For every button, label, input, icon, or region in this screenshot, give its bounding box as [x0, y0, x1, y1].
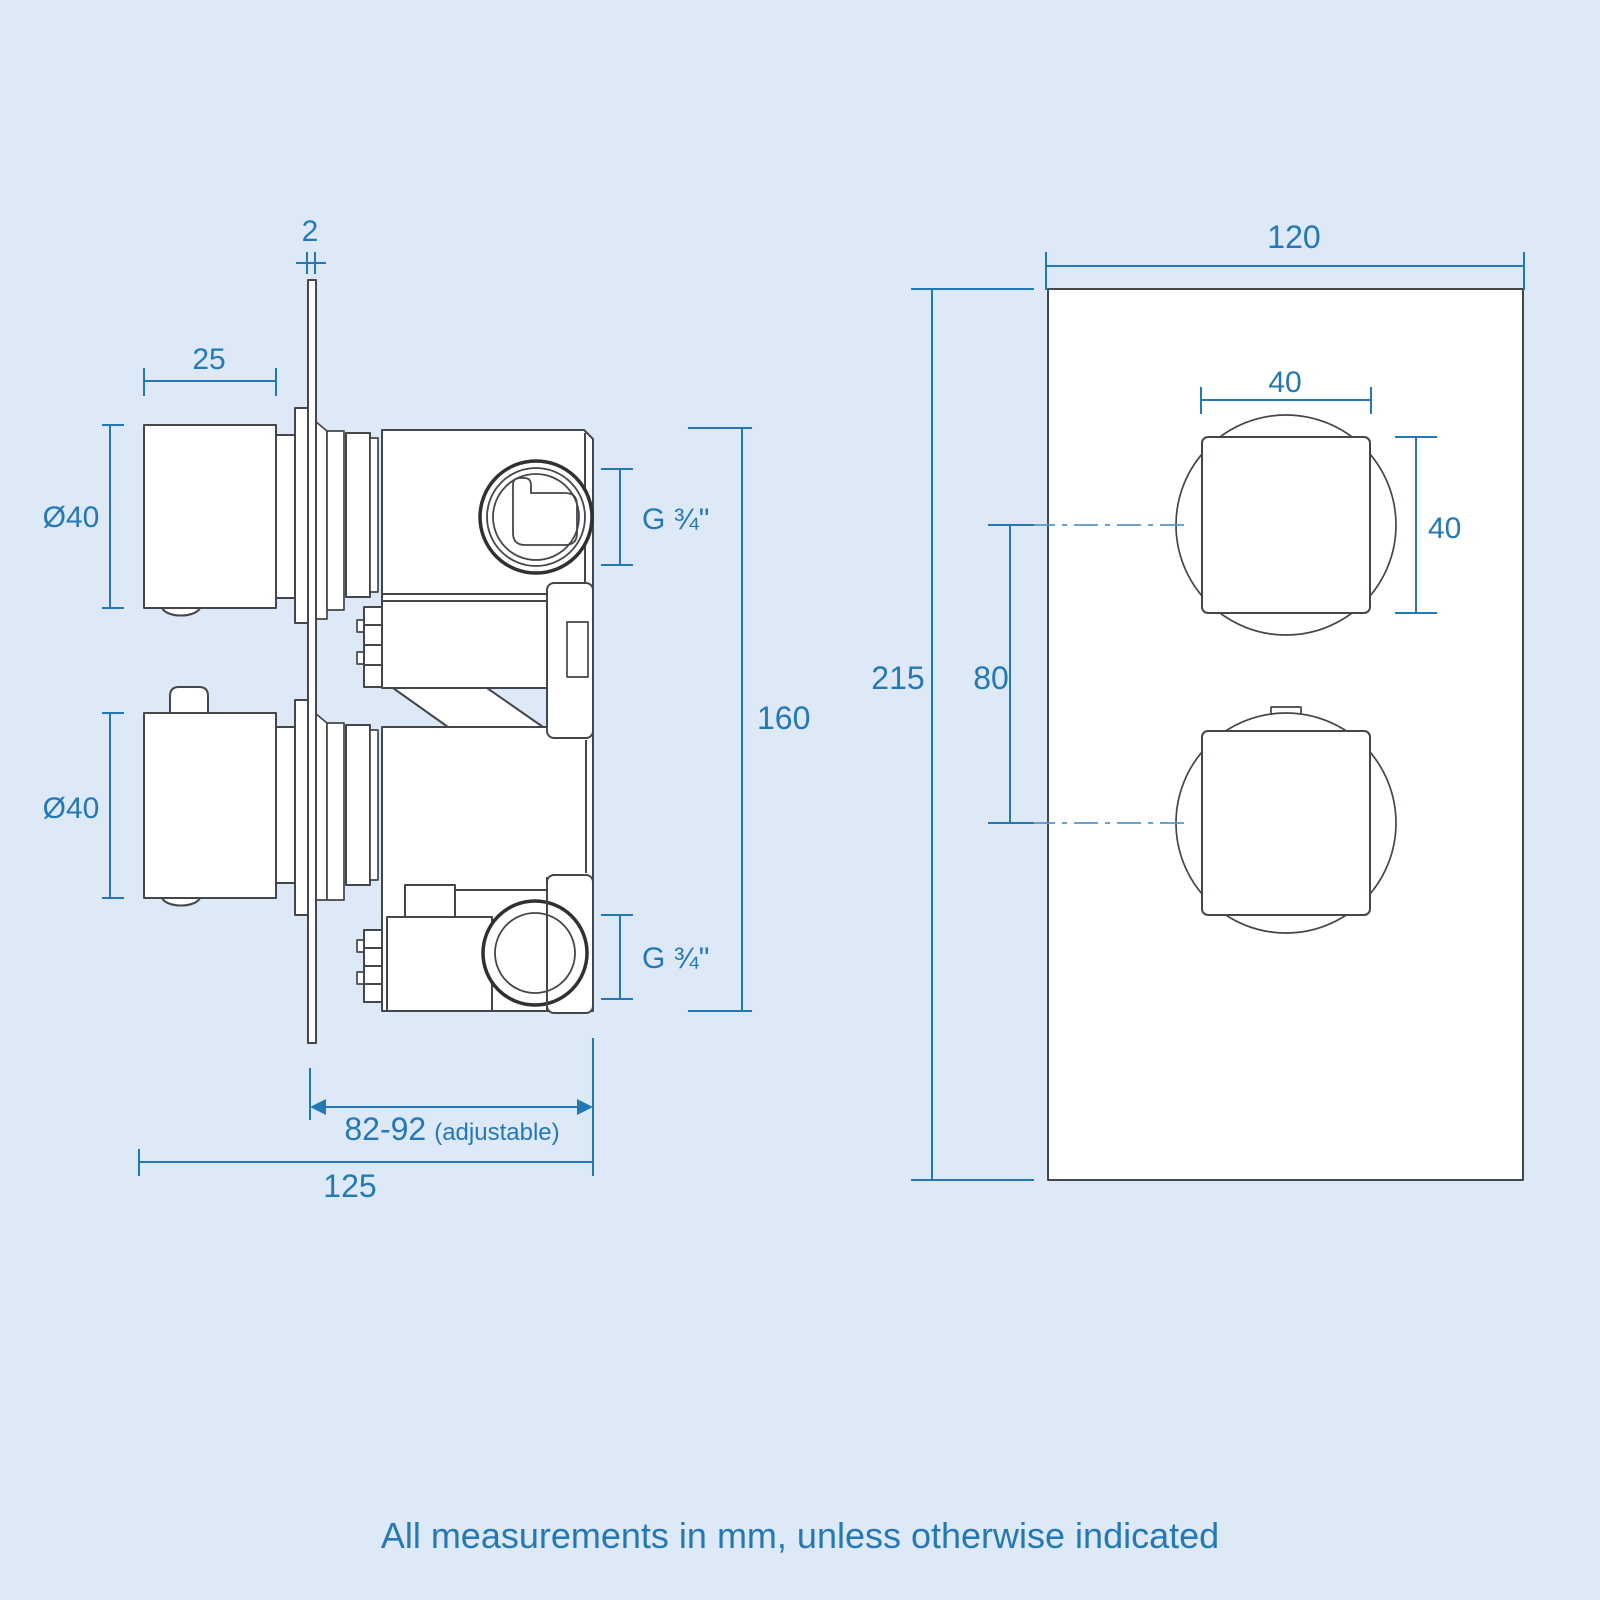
- adapter-ring-top: [345, 432, 371, 598]
- flange-bottom: [294, 699, 309, 916]
- adapter-ring-bottom-step: [369, 729, 379, 881]
- knob-top-lip: [161, 607, 201, 617]
- wall-plate-side: [307, 279, 317, 1044]
- dim-label-knob-width: 40: [1268, 366, 1301, 399]
- dim-label-knob-height: 40: [1428, 512, 1461, 545]
- adapter-ring-top-step: [369, 437, 379, 593]
- dim-label-knob-diameter-top: Ø40: [43, 501, 100, 534]
- dim-label-plate-thickness: 2: [302, 215, 319, 248]
- dim-label-plate-width: 120: [1267, 219, 1320, 255]
- lower-sub-box: [386, 916, 493, 1012]
- port-top: [478, 459, 594, 575]
- side-bracket-top: [546, 582, 594, 739]
- front-view-dimensions: 120 215 80 40 40: [871, 219, 1525, 1181]
- dim-label-knob-diameter-bottom: Ø40: [43, 792, 100, 825]
- diverter-plate: [392, 687, 544, 728]
- dim-label-plate-height: 215: [871, 660, 924, 696]
- dim-label-knob-centres: 80: [973, 660, 1009, 696]
- valve-body-middle: [381, 593, 548, 689]
- knob-bottom: [143, 712, 277, 899]
- port-bottom: [481, 877, 589, 1011]
- back-ring-top-inner: [326, 430, 345, 611]
- knob-bottom-stem: [169, 686, 209, 714]
- side-view: 2 25 Ø40 Ø40 160 G ¾" G ¾" 82-92: [43, 215, 811, 1204]
- dim-label-body-height: 160: [757, 700, 810, 736]
- knob-neck-bottom: [275, 726, 296, 884]
- dim-label-adjustable: 82-92(adjustable): [344, 1111, 559, 1147]
- dim-label-knob-depth: 25: [192, 343, 225, 376]
- knob-neck-top: [275, 434, 296, 599]
- measurements-note: All measurements in mm, unless otherwise…: [380, 1515, 1220, 1556]
- side-view-dimensions: 2 25 Ø40 Ø40 160 G ¾" G ¾" 82-92: [43, 215, 811, 1204]
- dim-label-thread-bottom: G ¾": [642, 942, 709, 975]
- ribbed-connector-bottom: [356, 929, 383, 1003]
- front-view: 120 215 80 40 40: [871, 219, 1525, 1181]
- knob-top: [143, 424, 277, 609]
- adapter-ring-bottom: [345, 724, 371, 886]
- dim-label-thread-top: G ¾": [642, 503, 709, 536]
- front-knob-bottom: [1175, 706, 1397, 934]
- knob-bottom-lip: [161, 897, 201, 907]
- ribbed-connector-top: [356, 606, 383, 688]
- front-knob-top: [1175, 414, 1397, 636]
- flange-top: [294, 407, 309, 624]
- dim-label-overall-width: 125: [323, 1168, 376, 1204]
- back-ring-bottom-inner: [326, 722, 345, 901]
